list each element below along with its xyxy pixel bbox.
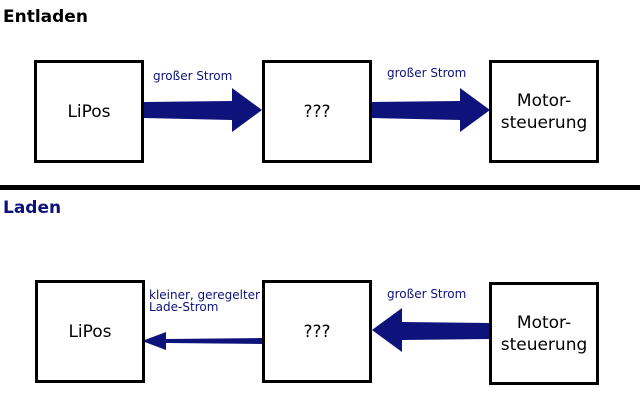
charge-lipos-label: LiPos	[68, 321, 112, 342]
arrow-unknown-to-motor	[371, 88, 490, 132]
arrow-unknown-to-lipos	[142, 332, 262, 350]
discharge-title: Entladen	[3, 7, 88, 27]
charge-motor-box: Motor- steuerung	[489, 282, 599, 385]
arrow-motor-to-unknown	[372, 308, 490, 352]
charge-lipos-box: LiPos	[35, 280, 145, 383]
charge-title: Laden	[3, 198, 62, 218]
charge-arrow1-label: kleiner, geregelter Lade-Strom	[149, 288, 260, 314]
discharge-unknown-label: ???	[303, 101, 331, 122]
discharge-motor-box: Motor- steuerung	[489, 60, 599, 163]
section-divider	[0, 185, 640, 190]
arrow-lipos-to-unknown	[144, 88, 262, 132]
charge-unknown-box: ???	[262, 280, 372, 383]
charge-motor-label: Motor- steuerung	[500, 312, 588, 355]
discharge-lipos-box: LiPos	[34, 60, 144, 163]
discharge-unknown-box: ???	[262, 60, 372, 163]
charge-unknown-label: ???	[303, 321, 331, 342]
discharge-motor-label: Motor- steuerung	[500, 90, 588, 133]
discharge-arrow1-label: großer Strom	[153, 69, 233, 83]
charge-arrow2-label: großer Strom	[387, 287, 467, 301]
discharge-arrow2-label: großer Strom	[387, 66, 467, 80]
discharge-lipos-label: LiPos	[67, 101, 111, 122]
